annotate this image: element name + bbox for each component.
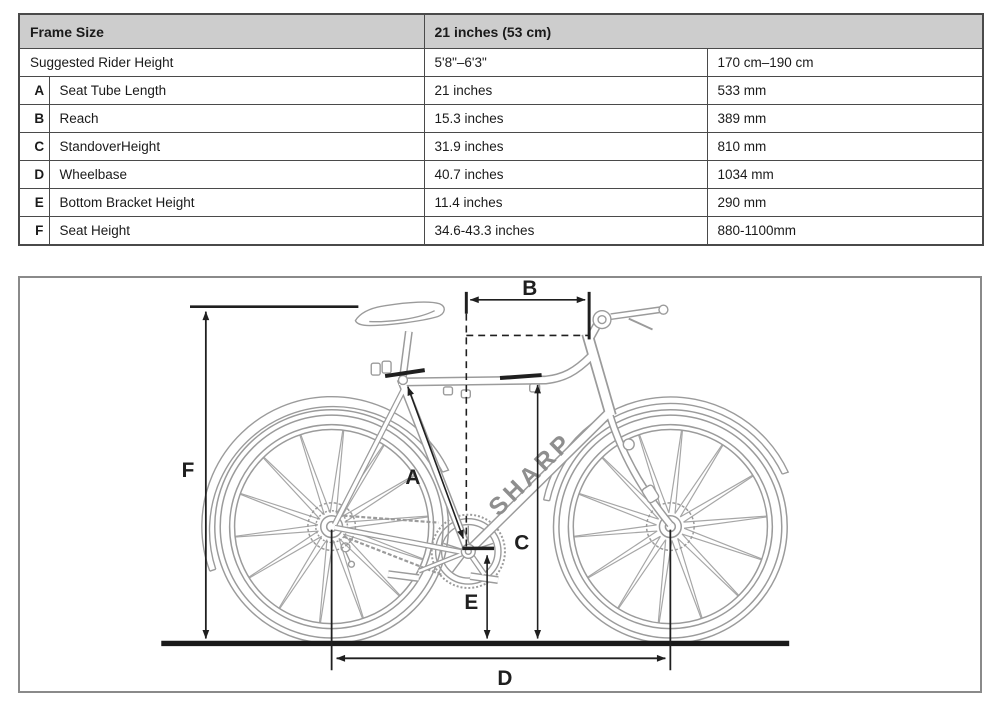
row-metric: 389 mm bbox=[706, 104, 984, 133]
bike-details bbox=[354, 301, 669, 559]
frame-size-value: 21 inches (53 cm) bbox=[423, 13, 984, 49]
table-row: C StandoverHeight 31.9 inches 810 mm bbox=[18, 132, 984, 161]
row-imperial: 40.7 inches bbox=[423, 160, 708, 189]
label-A: A bbox=[405, 466, 420, 489]
row-name: StandoverHeight bbox=[48, 132, 425, 161]
table-header-row: Frame Size 21 inches (53 cm) bbox=[18, 13, 984, 49]
grip-end-icon bbox=[658, 304, 669, 315]
row-imperial: 21 inches bbox=[423, 76, 708, 105]
cassette-icon bbox=[315, 510, 349, 544]
row-metric: 290 mm bbox=[706, 188, 984, 217]
measurement-A bbox=[384, 368, 465, 539]
table-row: A Seat Tube Length 21 inches 533 mm bbox=[18, 76, 984, 105]
row-letter: A bbox=[18, 76, 50, 105]
row-imperial: 34.6-43.3 inches bbox=[423, 216, 708, 246]
table-row: E Bottom Bracket Height 11.4 inches 290 … bbox=[18, 188, 984, 217]
row-name: Reach bbox=[48, 104, 425, 133]
row-metric: 810 mm bbox=[706, 132, 984, 161]
measurement-C bbox=[499, 373, 542, 639]
label-B: B bbox=[522, 278, 537, 300]
row-letter: D bbox=[18, 160, 50, 189]
cable-stop-icon bbox=[442, 386, 454, 396]
row-imperial: 11.4 inches bbox=[423, 188, 708, 217]
measurement-B bbox=[464, 291, 591, 548]
row-letter: C bbox=[18, 132, 50, 161]
bb-axle-icon bbox=[460, 543, 476, 559]
rider-height-imperial: 5'8"–6'3" bbox=[423, 48, 708, 77]
row-name: Bottom Bracket Height bbox=[48, 188, 425, 217]
bike-geometry-diagram: SHARP F B A bbox=[18, 276, 982, 693]
measurement-E bbox=[462, 546, 495, 639]
label-C: C bbox=[514, 531, 529, 554]
measurement-D bbox=[330, 529, 672, 671]
row-letter: B bbox=[18, 104, 50, 133]
label-E: E bbox=[464, 591, 478, 614]
row-metric: 533 mm bbox=[706, 76, 984, 105]
label-F: F bbox=[182, 459, 195, 482]
handlebar-clamp-icon bbox=[592, 309, 612, 330]
brake-lever-icon bbox=[628, 317, 653, 331]
row-imperial: 15.3 inches bbox=[423, 104, 708, 133]
rider-height-label: Suggested Rider Height bbox=[18, 48, 425, 77]
saddle bbox=[354, 301, 445, 327]
row-name: Wheelbase bbox=[48, 160, 425, 189]
bicycle-illustration: SHARP F B A bbox=[161, 277, 790, 690]
table-row: D Wheelbase 40.7 inches 1034 mm bbox=[18, 160, 984, 189]
label-D: D bbox=[497, 667, 512, 690]
row-metric: 880-1100mm bbox=[706, 216, 984, 246]
rider-height-metric: 170 cm–190 cm bbox=[706, 48, 984, 77]
row-letter: F bbox=[18, 216, 50, 246]
bottle-boss-icon bbox=[622, 438, 635, 451]
table-row: F Seat Height 34.6-43.3 inches 880-1100m… bbox=[18, 216, 984, 246]
row-imperial: 31.9 inches bbox=[423, 132, 708, 161]
brake-caliper-icon bbox=[641, 484, 660, 504]
frame-size-spec-table: Frame Size 21 inches (53 cm) Suggested R… bbox=[18, 13, 985, 246]
row-name: Seat Height bbox=[48, 216, 425, 246]
saddle-bolt-icon bbox=[381, 360, 392, 374]
row-letter: E bbox=[18, 188, 50, 217]
brand-text: SHARP bbox=[484, 428, 579, 522]
row-name: Seat Tube Length bbox=[48, 76, 425, 105]
measurement-F bbox=[190, 305, 359, 639]
rider-height-row: Suggested Rider Height 5'8"–6'3" 170 cm–… bbox=[18, 48, 984, 77]
frame-size-label: Frame Size bbox=[18, 13, 425, 49]
seat-clamp-icon bbox=[397, 374, 409, 386]
saddle-bolt-icon bbox=[370, 362, 381, 376]
table-row: B Reach 15.3 inches 389 mm bbox=[18, 104, 984, 133]
row-metric: 1034 mm bbox=[706, 160, 984, 189]
